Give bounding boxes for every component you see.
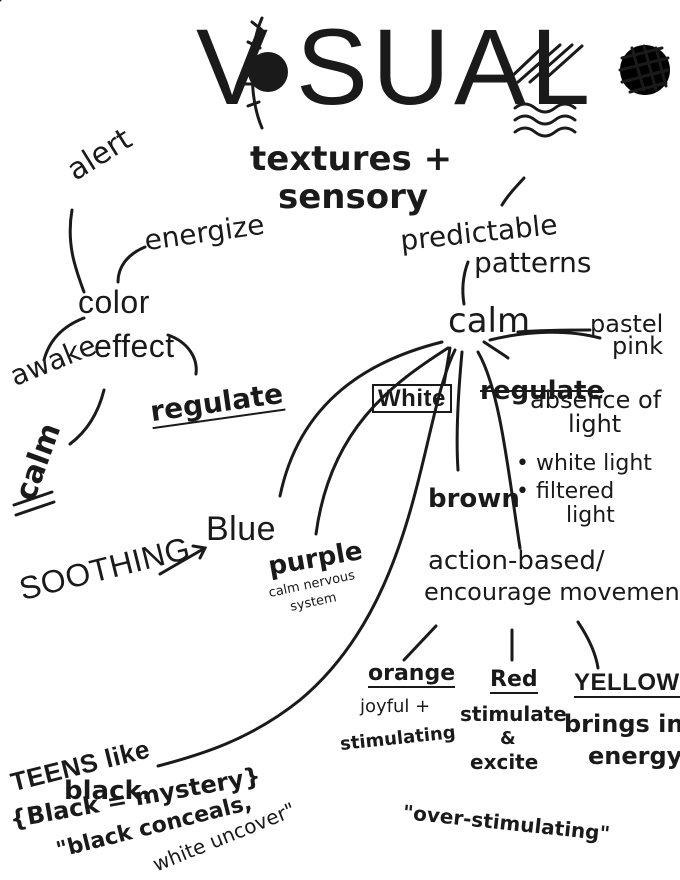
line-calm-absence: [488, 330, 602, 342]
title-prefix: V: [196, 6, 271, 127]
node-yellow-note-2: energy: [588, 742, 680, 770]
node-predictable-2: patterns: [474, 246, 592, 279]
node-yellow-note-1: brings in: [564, 710, 680, 738]
subtitle-line1: textures +: [250, 139, 453, 179]
line-calm-action: [476, 350, 522, 550]
node-yellow: YELLOW: [574, 670, 680, 699]
line-texture-to-predictable: [500, 176, 526, 207]
title-suffix: SUAL: [296, 6, 595, 127]
node-absence-2: light: [568, 410, 622, 438]
node-calm-center: calm: [448, 301, 531, 341]
line-action-yellow: [576, 620, 600, 670]
line-calm-pastel: [516, 328, 592, 334]
line-awake: [42, 316, 86, 362]
line-calm-regulate: [482, 340, 510, 360]
node-red-note-3: excite: [470, 750, 539, 774]
line-energize: [116, 245, 147, 284]
node-brown: brown: [428, 484, 520, 514]
line-regulate-left: [166, 333, 198, 376]
node-absence-1: absence of: [530, 386, 662, 414]
node-teens-2: black.: [64, 776, 152, 806]
wavy-lines-swatch: [513, 102, 577, 138]
node-regulate-struck: regulate: [480, 376, 605, 406]
line-calm-teens: [156, 348, 457, 768]
node-orange: orange: [368, 662, 456, 689]
node-filtered-1: • filtered: [516, 479, 615, 504]
line-calm-left: [68, 388, 106, 446]
diagonal-lines-swatch: [506, 43, 584, 84]
node-pastel-1: pastel: [590, 310, 664, 338]
calm-underline-1: [12, 490, 54, 507]
calm-underline-2: [14, 500, 56, 517]
line-action-orange: [402, 624, 438, 662]
subtitle-line2: sensory: [278, 177, 429, 217]
node-action-1: action-based/: [428, 546, 605, 576]
line-predictable-calm: [461, 260, 470, 306]
node-pastel-2: pink: [612, 332, 664, 360]
node-white: White: [372, 384, 452, 414]
line-calm-blue: [278, 340, 444, 498]
line-calm-white: [442, 346, 452, 386]
line-calm-purple: [314, 346, 450, 536]
node-color-effect-2: effect: [94, 328, 175, 364]
node-red-note-2: &: [500, 728, 516, 749]
node-orange-note-1: joyful +: [360, 696, 431, 717]
node-action-2: encourage movement: [424, 578, 680, 606]
node-white-light: • white light: [516, 451, 652, 476]
arrow-soothing-blue: [158, 544, 208, 576]
line-alert: [68, 208, 86, 294]
crosshatch-swatch: [618, 44, 670, 95]
node-red: Red: [490, 668, 538, 695]
node-red-note-1: stimulate: [460, 702, 567, 726]
node-filtered-2: light: [566, 503, 615, 528]
node-color-effect-1: color: [78, 284, 150, 320]
node-blue: Blue: [206, 510, 277, 548]
line-calm-brown: [455, 350, 464, 472]
eye-icon: [244, 16, 288, 130]
